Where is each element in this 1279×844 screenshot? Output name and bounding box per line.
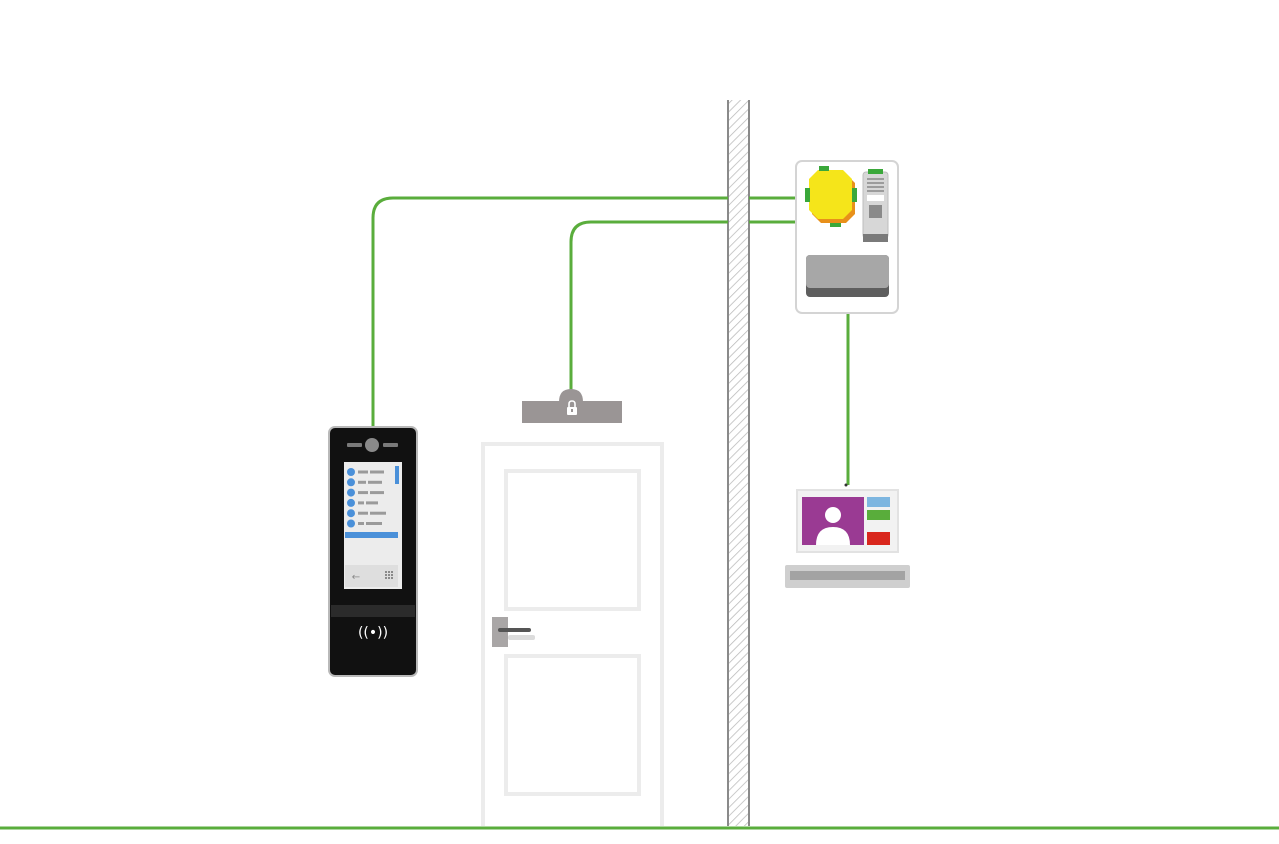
contact-row [347, 478, 382, 487]
power-supply-icon [806, 255, 889, 297]
contact-avatar-icon [347, 519, 355, 528]
selected-row [345, 532, 398, 538]
contact-avatar-icon [347, 498, 355, 507]
monitor-camera [844, 483, 848, 487]
contact-row [347, 488, 384, 497]
control-unit-icon [795, 160, 899, 314]
divider-band [331, 605, 415, 617]
contact-avatar-icon [347, 478, 355, 487]
contact-list [347, 468, 386, 528]
contact-name-bar [358, 480, 366, 484]
nfc-icon: ((•)) [358, 625, 388, 641]
relay-module-icon [805, 166, 857, 227]
contact-row [347, 468, 384, 476]
door-panel-bottom [504, 654, 641, 796]
contact-row [347, 498, 378, 507]
contact-avatar-icon [347, 509, 355, 518]
switch-module-icon [862, 169, 889, 242]
tile-green [867, 510, 890, 520]
keypad-icon [385, 571, 393, 579]
contact-avatar-icon [347, 488, 355, 497]
electric-lock-icon [522, 389, 622, 423]
door-handle [498, 628, 531, 632]
contact-name-bar [358, 470, 368, 474]
contact-name-bar [370, 470, 384, 474]
door-panel-top [504, 469, 641, 611]
contact-name-bar [358, 501, 364, 505]
contact-name-bar [366, 501, 378, 505]
door-handle-shadow [508, 635, 535, 640]
padlock-icon [567, 400, 577, 415]
tile-blue [867, 497, 890, 507]
screen-bottom-bar [345, 565, 398, 587]
contact-name-bar [368, 480, 382, 484]
contact-name-bar [358, 491, 368, 495]
wire-lock-to-control-unit [569, 220, 810, 395]
wall-icon [727, 100, 750, 826]
contact-name-bar [370, 491, 384, 495]
camera-bar-left [347, 443, 362, 447]
tile-red [867, 532, 890, 545]
indoor-monitor-icon [785, 483, 910, 588]
camera-lens [365, 438, 379, 452]
contact-name-bar [370, 511, 386, 515]
screen-scrollbar [395, 466, 399, 484]
back-arrow-icon: ← [352, 572, 360, 583]
contact-avatar-icon [347, 468, 355, 476]
wires [371, 196, 850, 485]
door-intercom-icon: ← ((•)) [328, 426, 418, 677]
door-icon [481, 442, 664, 826]
contact-name-bar [358, 511, 368, 515]
camera-bar-right [383, 443, 398, 447]
contact-row [347, 519, 382, 528]
contact-row [347, 509, 386, 518]
contact-name-bar [358, 522, 364, 525]
user-avatar-icon [816, 507, 850, 545]
contact-name-bar [366, 522, 382, 525]
